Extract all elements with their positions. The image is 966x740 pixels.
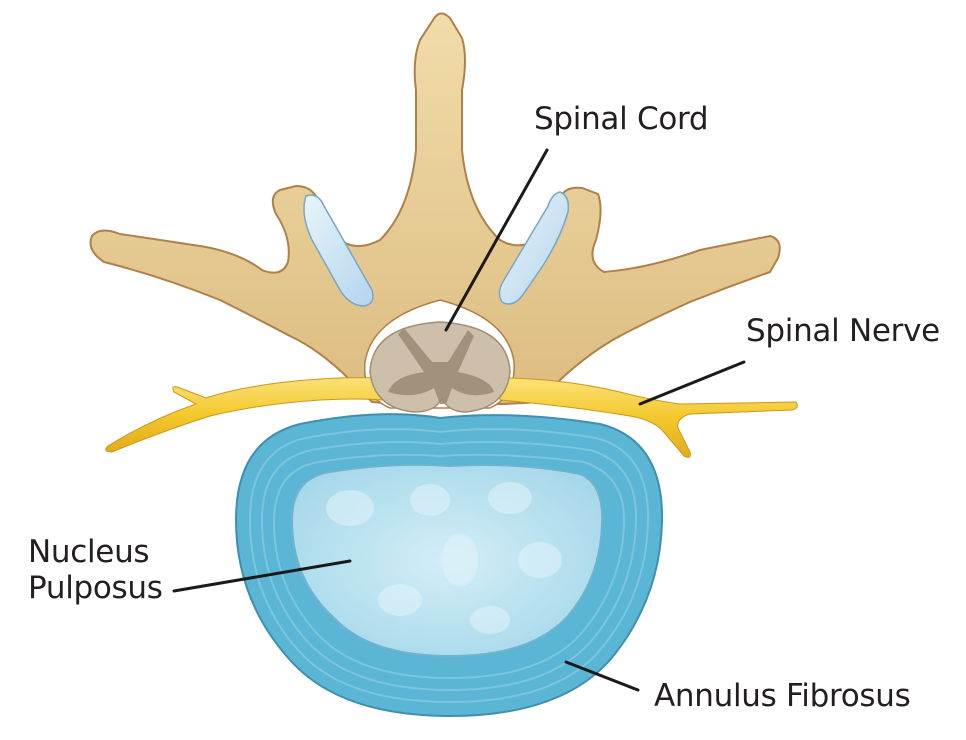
spinal-nerves — [105, 377, 798, 458]
label-annulus-fibrosus: Annulus Fibrosus — [654, 678, 911, 714]
leader-line-spinal-nerve — [638, 360, 746, 406]
spinal-cord — [369, 321, 511, 413]
left-spinal-nerve — [105, 377, 383, 453]
label-nucleus-line1: Nucleus — [28, 534, 150, 570]
label-nucleus-pulposus: Nucleus Pulposus — [28, 534, 163, 606]
leader-line-annulus-fibrosus — [564, 660, 640, 692]
right-spinal-nerve — [499, 377, 798, 458]
left-facet-cartilage — [303, 194, 374, 307]
leader-line-nucleus-pulposus — [172, 559, 352, 593]
right-facet-cartilage — [498, 191, 570, 305]
grey-matter — [388, 328, 494, 404]
intervertebral-disc — [234, 413, 664, 718]
leader-lines — [172, 148, 746, 692]
label-spinal-nerve: Spinal Nerve — [746, 313, 940, 349]
label-spinal-cord: Spinal Cord — [534, 101, 709, 137]
label-nucleus-line2: Pulposus — [28, 570, 163, 606]
leader-line-spinal-cord — [444, 148, 549, 332]
